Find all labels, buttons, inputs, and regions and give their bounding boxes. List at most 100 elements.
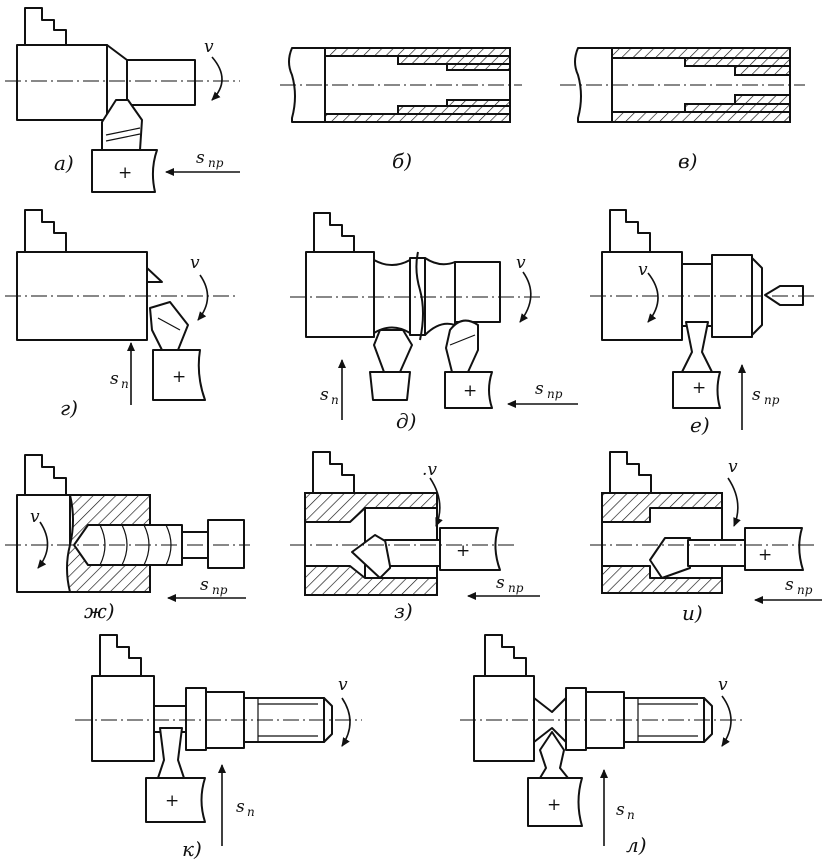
parting-insert: [157, 727, 185, 779]
step-bottom: [684, 103, 791, 113]
panel-e: + v s пр е): [590, 209, 815, 437]
step-bottom-inner: [446, 99, 511, 107]
feed-subscript: пр: [764, 393, 780, 407]
tool-mark: +: [456, 541, 470, 561]
wall-bottom: [324, 113, 511, 123]
speed-symbol: v: [204, 37, 214, 57]
workpiece-body: [91, 675, 155, 762]
feed-subscript: пр: [212, 583, 228, 597]
panel-v: в): [560, 47, 805, 173]
wall-top: [324, 47, 511, 57]
turned-shaft: [126, 59, 196, 106]
rotation-arrow: [647, 272, 659, 323]
tool-holder: [369, 371, 411, 401]
insert-edge: [157, 317, 181, 331]
drill-chuck: [207, 519, 245, 569]
rotation-arrow: [519, 271, 532, 323]
feed-subscript: п: [247, 805, 255, 819]
tool-mark: +: [118, 163, 132, 183]
rotation-arrow: [197, 274, 209, 321]
speed-symbol: .v: [422, 460, 437, 480]
feed-symbol: s: [320, 385, 329, 405]
tool-mark: +: [172, 367, 186, 387]
tool-holder: [439, 527, 501, 571]
step-bottom: [397, 105, 511, 115]
chuck-jaw: [609, 451, 652, 493]
rotation-arrow: [211, 56, 223, 101]
panel-label: б): [392, 149, 412, 173]
panel-label: л): [626, 833, 647, 857]
step-top-inner: [446, 63, 511, 71]
break-line: [415, 251, 424, 341]
rotation-arrow: [727, 477, 741, 527]
speed-symbol: v: [30, 507, 40, 527]
panel-label: и): [682, 601, 703, 625]
panel-label: в): [678, 149, 697, 173]
workpiece-body: [16, 494, 71, 593]
speed-symbol: v: [516, 253, 526, 273]
feed-symbol: s: [236, 797, 245, 817]
grooving-insert: [681, 321, 713, 373]
rotation-arrow: [37, 521, 49, 569]
tool-mark: +: [165, 791, 179, 811]
cutting-insert: [149, 301, 189, 351]
tool-holder: [152, 349, 206, 401]
rotation-arrow: [429, 477, 443, 527]
tool-mark: +: [692, 378, 706, 398]
feed-symbol: s: [752, 385, 761, 405]
insert-edge: [105, 133, 141, 142]
step-top: [397, 55, 511, 65]
tool-holder: [527, 777, 583, 827]
feed-symbol: s: [785, 575, 794, 595]
panel-g: + v s п г): [5, 209, 235, 420]
tool-holder: [91, 149, 158, 193]
parting-insert: [373, 329, 413, 373]
groove-neck: [681, 263, 713, 327]
panel-l: + v s п л): [460, 634, 742, 857]
wall-bottom: [611, 111, 791, 123]
chuck-jaw: [609, 209, 651, 252]
panel-z: + .v s пр з): [290, 451, 540, 623]
panel-label: к): [182, 837, 202, 861]
panel-b: б): [280, 47, 522, 173]
rotation-arrow: [721, 695, 732, 747]
panel-label: д): [396, 409, 416, 433]
panel-zh: v s пр ж): [5, 454, 250, 623]
chuck-jaw: [24, 7, 67, 45]
workpiece-body: [473, 675, 535, 762]
feed-symbol: s: [200, 575, 209, 595]
tool-mark: +: [547, 795, 561, 815]
facing-cone: [146, 267, 163, 283]
tool-holder: [145, 777, 206, 823]
feed-subscript: п: [121, 377, 129, 391]
speed-symbol: v: [718, 675, 728, 695]
feed-symbol: s: [616, 800, 625, 820]
panel-k: + v s п к): [75, 634, 362, 861]
workpiece-body: [305, 251, 375, 338]
drill-flute: [99, 524, 172, 566]
speed-symbol: v: [638, 260, 648, 280]
tool-mark: +: [758, 545, 772, 565]
tool-holder: [444, 371, 493, 409]
chuck-jaw: [312, 451, 355, 493]
tool-holder: [672, 371, 721, 409]
collar: [565, 687, 587, 751]
feed-symbol: s: [196, 148, 205, 168]
chuck-jaw: [24, 454, 67, 495]
insert-edge: [449, 334, 476, 346]
panel-label: з): [394, 599, 413, 623]
rotation-arrow: [341, 697, 351, 747]
speed-symbol: v: [728, 457, 738, 477]
turned-shaft: [454, 261, 501, 323]
feed-subscript: п: [331, 393, 339, 407]
boring-bar: [384, 539, 441, 567]
panel-label: а): [54, 151, 74, 175]
chuck-jaw: [99, 634, 142, 676]
feed-symbol: s: [496, 573, 505, 593]
wall-top: [611, 47, 791, 59]
feed-subscript: пр: [547, 387, 563, 401]
panel-label: г): [60, 396, 78, 420]
form-insert: [445, 319, 479, 373]
